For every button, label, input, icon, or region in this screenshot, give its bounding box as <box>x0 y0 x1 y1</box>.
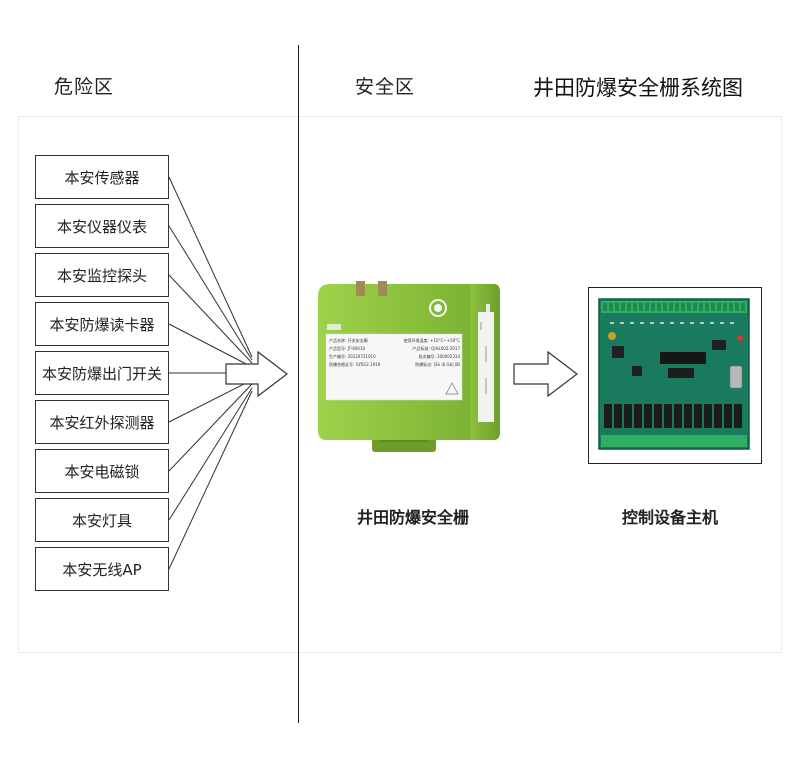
terminal-screw <box>711 303 715 311</box>
device-box-exit-switch: 本安防爆出门开关 <box>35 351 169 395</box>
relay <box>664 404 672 428</box>
terminal-screw <box>705 303 709 311</box>
barrier-label-line: 产品名称: 开关安全栅 <box>329 338 368 343</box>
terminal-screw <box>669 303 673 311</box>
hazardous-zone-label: 危险区 <box>54 76 115 98</box>
terminal-screw <box>639 303 643 311</box>
barrier-label-line: 防爆标志: [Ex ib Gb] IIB <box>415 362 460 367</box>
relay <box>674 404 682 428</box>
relay <box>734 404 742 428</box>
relay <box>724 404 732 428</box>
connector-line <box>168 390 253 570</box>
terminal-screw <box>699 303 703 311</box>
terminal-screw <box>741 303 745 311</box>
barrier-label-line: 使用环境温度: +10°C~+50°C <box>403 338 460 343</box>
relay <box>624 404 632 428</box>
barrier-label-line: 防爆合格证号: GYB12.1919 <box>329 362 381 367</box>
connector-line <box>168 323 253 368</box>
relay <box>654 404 662 428</box>
terminal-screw <box>735 303 739 311</box>
terminal-screw <box>681 303 685 311</box>
device-box-magnetic-lock: 本安电磁锁 <box>35 449 169 493</box>
terminal-screw <box>615 303 619 311</box>
relay <box>694 404 702 428</box>
safe-zone-label: 安全区 <box>355 76 416 98</box>
input-arrow-icon <box>225 350 288 398</box>
barrier-caption: 井田防爆安全栅 <box>357 508 470 527</box>
connector-line <box>168 225 253 361</box>
warning-triangle-icon <box>445 382 459 395</box>
terminal-screw <box>621 303 625 311</box>
terminal-screw <box>627 303 631 311</box>
connector-line <box>168 274 253 364</box>
terminal-screw <box>603 303 607 311</box>
terminal-screw <box>651 303 655 311</box>
device-box-card-reader: 本安防爆读卡器 <box>35 302 169 346</box>
relay <box>684 404 692 428</box>
barrier-label-line: 产品标准: Q/HL002-2017 <box>412 346 460 351</box>
terminal-screw <box>645 303 649 311</box>
controller-caption: 控制设备主机 <box>622 508 719 527</box>
device-box-camera: 本安监控探头 <box>35 253 169 297</box>
diagram-panel <box>18 116 782 653</box>
relay <box>704 404 712 428</box>
connector-line <box>168 379 253 423</box>
relay <box>604 404 612 428</box>
terminal-screw <box>723 303 727 311</box>
device-box-infrared-detector: 本安红外探测器 <box>35 400 169 444</box>
barrier-label-line: 批次编号: 200002314 <box>418 354 460 359</box>
zone-divider <box>298 45 299 723</box>
terminal-screw <box>687 303 691 311</box>
connector-line <box>168 176 253 358</box>
terminal-screw <box>717 303 721 311</box>
device-box-lamp: 本安灯具 <box>35 498 169 542</box>
connector-line <box>168 383 253 472</box>
barrier-label-text: 产品名称: 开关安全栅 使用环境温度: +10°C~+50°C 产品型号: JT-… <box>329 337 460 369</box>
terminal-screw <box>675 303 679 311</box>
terminal-screw <box>729 303 733 311</box>
device-box-instrument: 本安仪器仪表 <box>35 204 169 248</box>
relay <box>614 404 622 428</box>
barrier-label-line: 产品型号: JT-60010 <box>329 346 366 351</box>
terminal-screw <box>633 303 637 311</box>
device-box-sensor: 本安传感器 <box>35 155 169 199</box>
connector-line <box>168 387 253 521</box>
diagram-title: 井田防爆安全栅系统图 <box>533 76 743 100</box>
device-box-wireless-ap: 本安无线AP <box>35 547 169 591</box>
relay <box>634 404 642 428</box>
terminal-screw <box>663 303 667 311</box>
terminal-screw <box>693 303 697 311</box>
relay <box>714 404 722 428</box>
relay <box>644 404 652 428</box>
output-arrow-icon <box>513 350 578 398</box>
barrier-label-line: 生产编号: 20220721010 <box>329 354 376 359</box>
terminal-screw <box>609 303 613 311</box>
terminal-screw <box>657 303 661 311</box>
barrier-label-plate <box>325 333 463 401</box>
